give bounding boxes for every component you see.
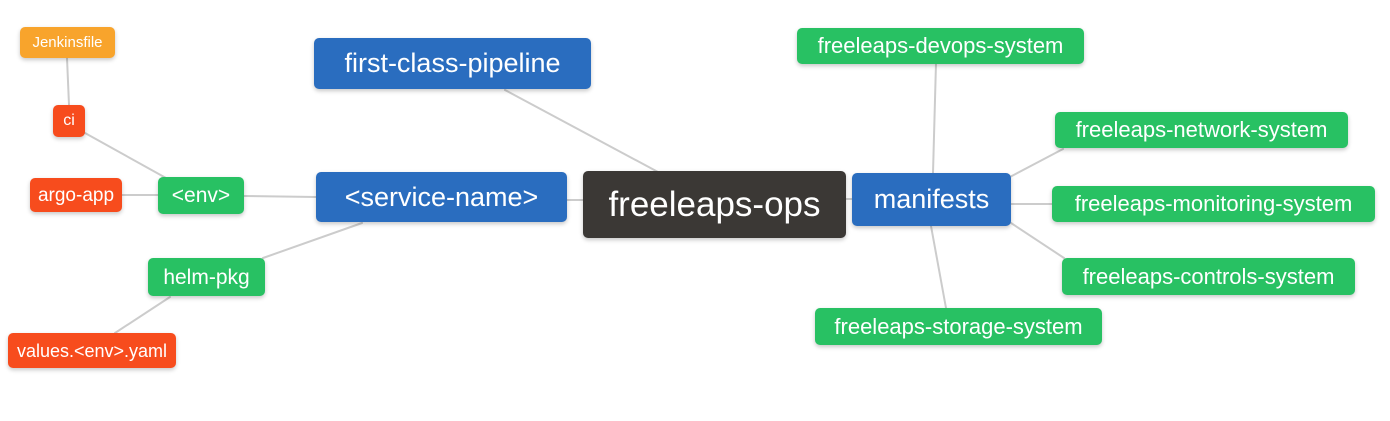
node-manifests[interactable]: manifests [852, 173, 1011, 226]
edge-helm-pkg-to-values-env-yaml [114, 296, 171, 334]
node-ci[interactable]: ci [53, 105, 85, 137]
edge-service-name-to-helm-pkg [262, 222, 363, 259]
node-freeleaps-controls-system[interactable]: freeleaps-controls-system [1062, 258, 1355, 295]
node-freeleaps-devops-system[interactable]: freeleaps-devops-system [797, 28, 1084, 64]
edge-manifests-to-freeleaps-controls-system [1007, 220, 1065, 259]
edge-freeleaps-ops-to-first-class-pipeline [504, 89, 659, 173]
node-freeleaps-storage-system[interactable]: freeleaps-storage-system [815, 308, 1102, 345]
node-service-name[interactable]: <service-name> [316, 172, 567, 222]
node-freeleaps-ops[interactable]: freeleaps-ops [583, 171, 846, 238]
edge-env-to-ci [84, 132, 167, 179]
node-argo-app[interactable]: argo-app [30, 178, 122, 212]
edge-manifests-to-freeleaps-storage-system [930, 225, 947, 309]
node-freeleaps-monitoring-system[interactable]: freeleaps-monitoring-system [1052, 186, 1375, 222]
edge-manifests-to-freeleaps-network-system [1007, 148, 1064, 179]
edge-manifests-to-freeleaps-devops-system [932, 62, 937, 174]
edge-ci-to-jenkinsfile [66, 57, 70, 106]
edge-service-name-to-env [243, 195, 317, 198]
node-jenkinsfile[interactable]: Jenkinsfile [20, 27, 115, 58]
node-first-class-pipeline[interactable]: first-class-pipeline [314, 38, 591, 89]
node-env[interactable]: <env> [158, 177, 244, 214]
node-helm-pkg[interactable]: helm-pkg [148, 258, 265, 296]
node-values-env-yaml[interactable]: values.<env>.yaml [8, 333, 176, 368]
node-freeleaps-network-system[interactable]: freeleaps-network-system [1055, 112, 1348, 148]
